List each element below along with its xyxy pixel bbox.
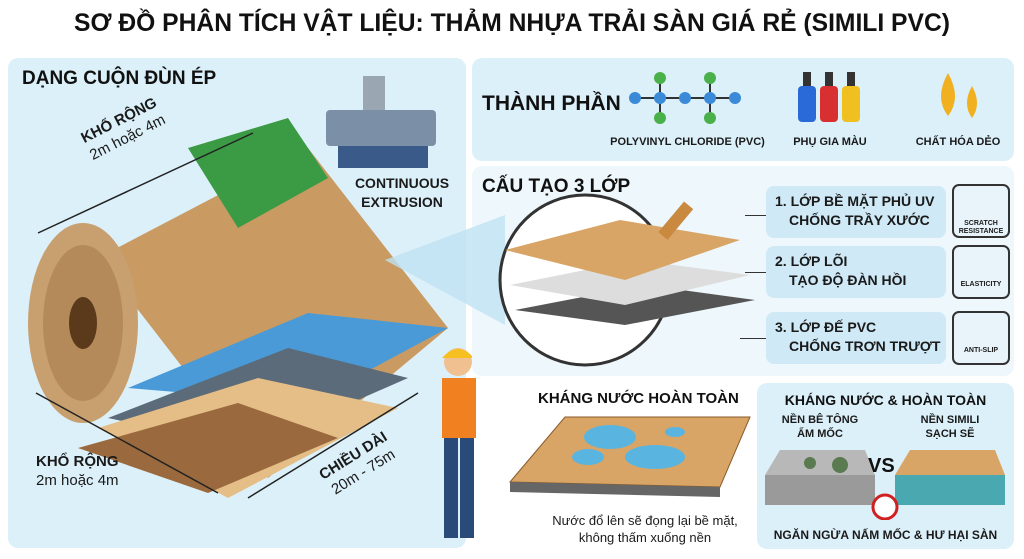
compare-right-label: NỀN SIMILI SẠCH SẼ [920, 414, 980, 440]
extrusion-label: CONTINUOUS EXTRUSION [354, 175, 450, 210]
composition-heading: THÀNH PHẦN [482, 92, 621, 115]
width-value: 2m hoặc 4m [36, 472, 119, 489]
layer-title: 3. LỚP ĐẾ PVC [775, 319, 877, 335]
no-mold-icon [871, 493, 899, 520]
composition-panel [472, 58, 1014, 161]
oil-drops-icon [941, 73, 977, 118]
layer-2-core: 2. LỚP LÕI TẠO ĐỘ ĐÀN HỒI [766, 246, 946, 298]
layer-desc: TẠO ĐỘ ĐÀN HỒI [789, 272, 907, 288]
water-on-floor-illustration [508, 416, 751, 497]
concrete-vs-vinyl-illustration [765, 450, 1005, 520]
layer-title: 2. LỚP LÕI [775, 253, 848, 269]
layer-desc: CHỐNG TRẦY XƯỚC [789, 212, 930, 228]
vinyl-roll-illustration [28, 76, 448, 499]
layer-3-base: 3. LỚP ĐẾ PVC CHỐNG TRƠN TRƯỢT [766, 312, 946, 364]
page-title: SƠ ĐỒ PHÂN TÍCH VẬT LIỆU: THẢM NHỰA TRẢI… [74, 9, 950, 37]
roll-width-bottom: KHỔ RỘNG 2m hoặc 4m [36, 452, 119, 490]
dye-bottles-icon [798, 72, 860, 122]
vs-label: VS [868, 455, 895, 477]
composition-dye: PHỤ GIA MÀU [793, 136, 867, 148]
scratch-resistance-icon: SCRATCH RESISTANCE [952, 184, 1010, 238]
layer-desc: CHỐNG TRƠN TRƯỢT [789, 338, 941, 354]
scraper-icon [658, 201, 694, 240]
compare-heading: KHÁNG NƯỚC & HOÀN TOÀN [784, 392, 987, 408]
structure-heading: CẤU TẠO 3 LỚP [482, 176, 631, 197]
composition-pvc: POLYVINYL CHLORIDE (PVC) [610, 136, 765, 148]
width-label: KHỔ RỘNG [36, 453, 119, 470]
elasticity-icon: ELASTICITY [952, 245, 1010, 299]
layer-title: 1. LỚP BỀ MẶT PHỦ UV [775, 193, 935, 209]
waterproof-heading: KHÁNG NƯỚC HOÀN TOÀN [538, 390, 739, 407]
engineer-icon [442, 348, 476, 538]
compare-footer: NGĂN NGỪA NẤM MỐC & HƯ HẠI SÀN [773, 528, 998, 542]
composition-plasticizer: CHẤT HÓA DẺO [915, 136, 1001, 148]
extruder-machine-icon [326, 76, 436, 168]
compare-left-label: NỀN BÊ TÔNG ẨM MỐC [781, 414, 859, 440]
layer-1-uv-surface: 1. LỚP BỀ MẶT PHỦ UV CHỐNG TRẦY XƯỚC [766, 186, 946, 238]
roll-heading: DẠNG CUỘN ĐÙN ÉP [22, 68, 217, 89]
layer-cross-section [385, 193, 755, 367]
molecule-icon [629, 72, 741, 124]
anti-slip-icon: ANTI-SLIP [952, 311, 1010, 365]
waterproof-caption: Nước đổ lên sẽ đọng lại bề mặt, không th… [552, 513, 738, 545]
